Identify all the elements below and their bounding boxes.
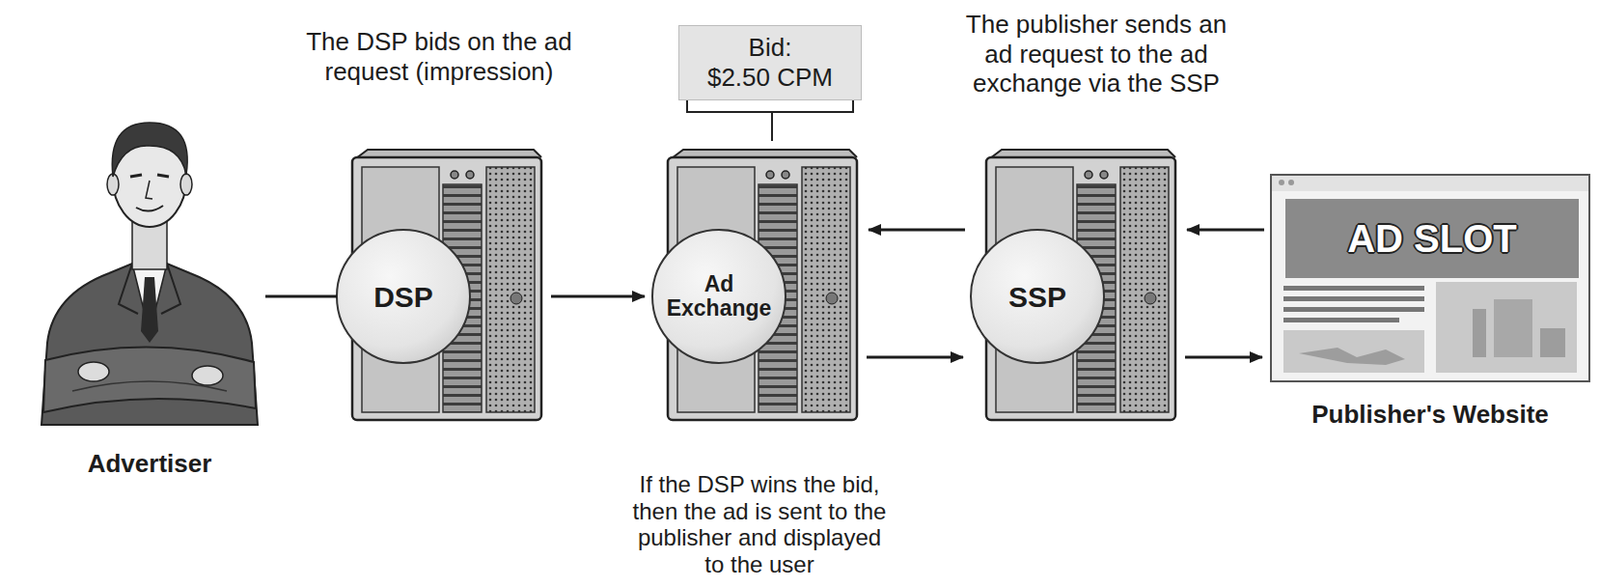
- node-label: DSP: [373, 280, 434, 313]
- ad-slot: AD SLOT: [1285, 198, 1579, 278]
- server-node: Ad Exchange: [652, 147, 861, 424]
- node-label: $2.50 CPM: [707, 62, 833, 93]
- text-holder: Ad Exchange: [652, 228, 786, 364]
- server-illustration: [970, 149, 1176, 420]
- node-label: Publisher's Website: [1311, 399, 1549, 430]
- text-holder: Bid:$2.50 CPM: [679, 26, 861, 100]
- text-holder: Advertiser: [33, 448, 266, 479]
- advertiser-figure: [41, 122, 258, 425]
- flow-arrow: [868, 228, 966, 232]
- server-node: DSP: [336, 147, 546, 424]
- node-label: AD SLOT: [1347, 217, 1518, 261]
- flow-arrow: [866, 356, 964, 359]
- node-label: Advertiser: [87, 448, 213, 479]
- server-node: SSP: [970, 147, 1180, 424]
- server-illustration: [336, 149, 542, 420]
- advertiser-node: Advertiser: [33, 101, 266, 430]
- text-holder: Publisher's Website: [1271, 399, 1589, 430]
- node-label: SSP: [1008, 280, 1067, 313]
- flow-arrow: [1185, 356, 1263, 359]
- annotation: If the DSP wins the bid, then the ad is …: [628, 470, 891, 578]
- bracket: [687, 100, 854, 141]
- bid-box: Bid:$2.50 CPM: [678, 25, 862, 101]
- node-label: Bid:: [748, 32, 793, 63]
- flow-arrow: [1186, 228, 1265, 232]
- node-label: Ad Exchange: [664, 272, 773, 322]
- text-holder: SSP: [970, 228, 1104, 364]
- flow-arrow: [551, 295, 645, 299]
- annotation: The DSP bids on the ad request (impressi…: [289, 27, 589, 86]
- server-illustration: [652, 149, 857, 420]
- text-holder: AD SLOT: [1285, 198, 1579, 278]
- text-holder: DSP: [336, 228, 470, 364]
- flow-arrow: [265, 295, 337, 299]
- annotation: The publisher sends an ad request to the…: [955, 9, 1238, 99]
- publisher-website: Publisher's WebsiteAD SLOT: [1269, 173, 1591, 383]
- browser-art: [1269, 173, 1591, 383]
